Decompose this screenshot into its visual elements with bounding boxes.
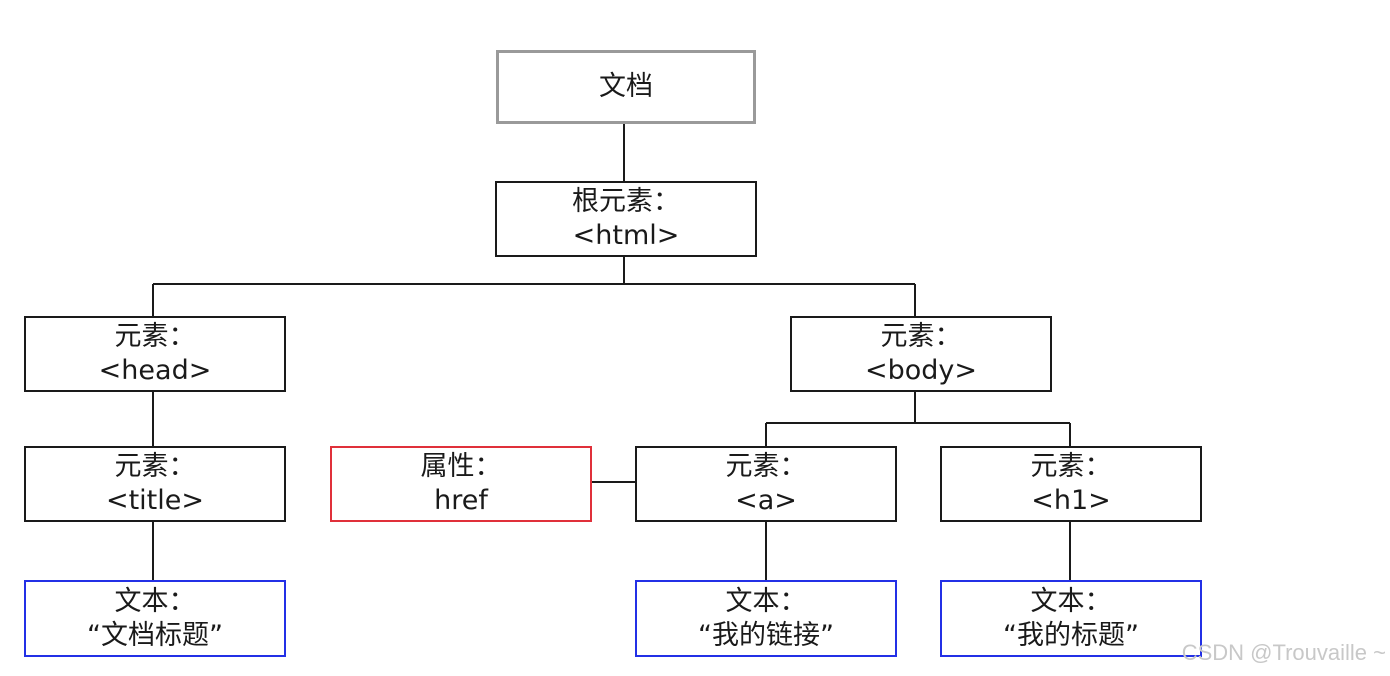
- a-text-kind: 文本：: [725, 585, 807, 617]
- h1-text-value: “我的标题”: [1003, 619, 1139, 651]
- title-node-kind: 元素：: [114, 451, 196, 482]
- a-node-kind: 元素：: [725, 451, 807, 482]
- h1-node-tag: <h1>: [1031, 485, 1111, 516]
- body-element-node: 元素： <body>: [790, 316, 1052, 392]
- h1-node-kind: 元素：: [1030, 451, 1112, 482]
- title-text-kind: 文本：: [114, 585, 196, 617]
- href-node-name: href: [434, 485, 488, 516]
- html-element-node: 根元素： <html>: [495, 181, 757, 257]
- title-text-node: 文本： “文档标题”: [24, 580, 286, 657]
- body-node-tag: <body>: [864, 355, 978, 386]
- href-attribute-node: 属性： href: [330, 446, 592, 522]
- head-element-node: 元素： <head>: [24, 316, 286, 392]
- a-element-node: 元素： <a>: [635, 446, 897, 522]
- title-element-node: 元素： <title>: [24, 446, 286, 522]
- head-node-kind: 元素：: [114, 321, 196, 352]
- href-node-kind: 属性：: [420, 451, 502, 482]
- h1-text-kind: 文本：: [1030, 585, 1112, 617]
- document-node: 文档: [496, 50, 756, 124]
- title-text-value: “文档标题”: [87, 619, 223, 651]
- watermark: CSDN @Trouvaille ~: [1181, 640, 1386, 665]
- title-node-tag: <title>: [105, 485, 205, 516]
- body-node-kind: 元素：: [880, 321, 962, 352]
- document-node-label: 文档: [599, 71, 653, 102]
- h1-element-node: 元素： <h1>: [940, 446, 1202, 522]
- head-node-tag: <head>: [98, 355, 212, 386]
- h1-text-node: 文本： “我的标题”: [940, 580, 1202, 657]
- a-node-tag: <a>: [735, 485, 797, 516]
- html-node-kind: 根元素：: [572, 186, 680, 217]
- html-node-tag: <html>: [572, 220, 680, 251]
- a-text-node: 文本： “我的链接”: [635, 580, 897, 657]
- a-text-value: “我的链接”: [698, 619, 834, 651]
